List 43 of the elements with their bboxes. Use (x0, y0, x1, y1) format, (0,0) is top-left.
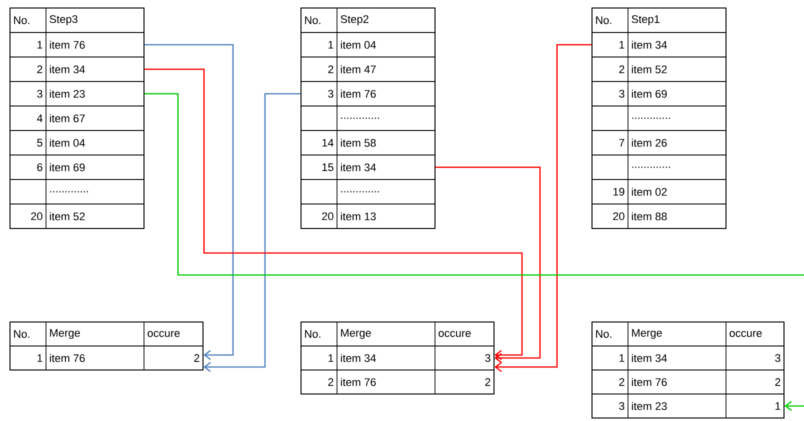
table-row: 2 item 76 2 (592, 370, 784, 394)
table-row: 7 item 26 (592, 130, 726, 156)
table-row: 20 item 13 (300, 204, 436, 229)
table-row: 3 item 76 (300, 81, 436, 106)
table-row: 2 item 47 (300, 56, 436, 82)
arrow (494, 44, 592, 372)
table-row: 4 item 67 (10, 106, 144, 131)
table-row: 2 item 34 (10, 56, 144, 82)
table-row: 5 item 04 (10, 130, 144, 156)
table-row: 1 item 34 (592, 32, 726, 58)
table-row: ............. (300, 106, 436, 131)
header-row: No. Merge occure (592, 322, 784, 346)
table-row: 20 item 52 (10, 204, 144, 229)
table-row: 1 item 34 3 (592, 346, 784, 370)
table-row: 15 item 34 (300, 154, 436, 180)
connector-line (144, 93, 804, 276)
table-row: 3 item 23 1 (592, 394, 784, 418)
arrow (784, 400, 804, 412)
table-row: 3 item 69 (592, 81, 726, 106)
header-row: No. Merge occure (300, 322, 494, 346)
header-row: No. Merge occure (10, 322, 204, 346)
table-row: ............. (10, 179, 144, 204)
table-row: 2 item 52 (592, 56, 726, 82)
table-row: 1 item 04 (300, 32, 436, 58)
table-row: 1 item 34 3 (300, 346, 494, 370)
arrow (203, 93, 301, 372)
table-row: 14 item 58 (300, 130, 436, 156)
arrow (144, 68, 523, 360)
arrow (144, 44, 234, 360)
table-row: 3 item 23 (10, 81, 144, 106)
header-row: No. Step2 (300, 8, 436, 33)
table-row: 1 item 76 (10, 32, 144, 58)
table-row: 19 item 02 (592, 179, 726, 204)
header-row: No. Step1 (592, 8, 726, 33)
table-row: ............. (592, 154, 726, 180)
table-row: ............. (300, 179, 436, 204)
arrow (435, 166, 541, 364)
table-row: 1 item 76 2 (10, 346, 204, 370)
table-row: 20 item 88 (592, 204, 726, 229)
table-row: 2 item 76 2 (300, 370, 494, 394)
table-row: 6 item 69 (10, 154, 144, 180)
header-row: No. Step3 (10, 8, 144, 33)
table-row: ............. (592, 106, 726, 131)
